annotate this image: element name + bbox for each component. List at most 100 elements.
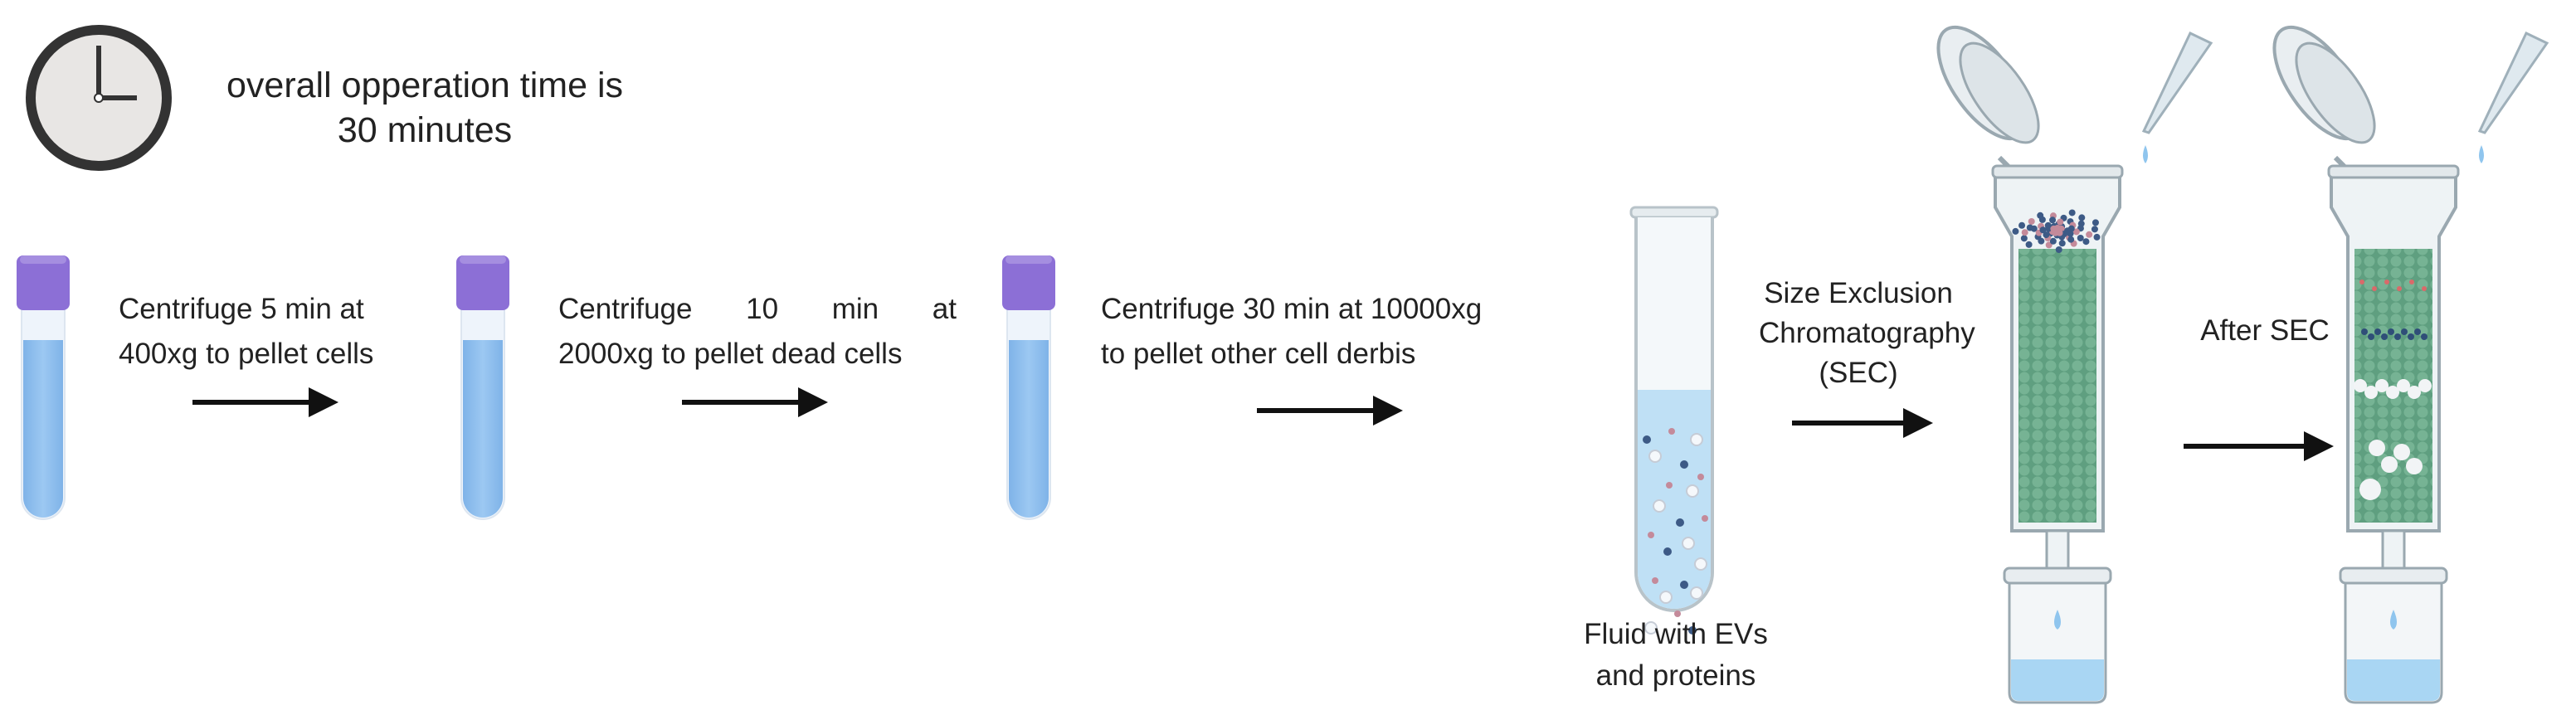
sample-particle bbox=[2064, 227, 2072, 235]
protein-particle bbox=[1666, 482, 1673, 489]
sample-particle bbox=[2045, 225, 2053, 232]
sample-particle bbox=[2049, 216, 2057, 224]
protein-band bbox=[2394, 333, 2401, 340]
protein-band bbox=[2421, 333, 2427, 340]
protein-band bbox=[2374, 328, 2381, 335]
clock-icon bbox=[26, 25, 172, 171]
ev-band bbox=[2386, 386, 2399, 399]
ev-band bbox=[2408, 386, 2421, 399]
sample-particle bbox=[2091, 226, 2098, 233]
ev-particle bbox=[1648, 450, 1662, 463]
protein-band bbox=[2361, 328, 2368, 335]
sample-particle bbox=[2093, 233, 2101, 241]
sample-particle bbox=[2018, 221, 2026, 229]
protein-particle bbox=[1648, 532, 1654, 538]
protein-band bbox=[2368, 333, 2374, 340]
protein-band bbox=[2422, 286, 2427, 291]
sample-particle bbox=[2028, 217, 2035, 225]
sec-label: Size Exclusion Chromatography (SEC) bbox=[1759, 274, 1975, 393]
ev-band bbox=[2393, 444, 2410, 460]
ev-particle bbox=[1690, 586, 1703, 600]
after-sec-text: After SEC bbox=[2200, 314, 2330, 347]
ev-particle bbox=[1653, 499, 1666, 513]
pipette-icon bbox=[2141, 31, 2213, 134]
sample-particle bbox=[2012, 227, 2019, 235]
step-3-line-1: Centrifuge 30 min at 10000xg bbox=[1101, 293, 1483, 325]
fluid-label: Fluid with EVs and proteins bbox=[1576, 614, 1775, 697]
protein-band bbox=[2408, 333, 2414, 340]
protein-particle bbox=[1668, 428, 1675, 435]
ev-particle bbox=[1690, 433, 1703, 446]
sec-line-1: Size Exclusion bbox=[1764, 277, 1953, 309]
protein-band bbox=[2414, 328, 2421, 335]
sample-particle bbox=[2043, 231, 2050, 239]
ev-particle bbox=[1644, 621, 1658, 635]
ev-band bbox=[2397, 379, 2410, 392]
centrifuge-tube-icon bbox=[456, 255, 509, 520]
ev-band bbox=[2354, 379, 2367, 392]
protein-particle bbox=[1680, 460, 1688, 469]
protein-band bbox=[2401, 328, 2408, 335]
sec-column-after-icon bbox=[2272, 25, 2549, 704]
protein-band bbox=[2381, 333, 2388, 340]
sample-particle bbox=[2038, 216, 2046, 223]
sample-particle bbox=[2045, 241, 2053, 249]
protein-band bbox=[2409, 280, 2414, 284]
fluid-line-2: and proteins bbox=[1595, 659, 1756, 692]
sample-particle bbox=[2020, 235, 2028, 242]
protein-particle bbox=[1652, 577, 1658, 584]
step-3-line-2: to pellet other cell derbis bbox=[1101, 338, 1416, 370]
protein-band bbox=[2359, 280, 2364, 284]
centrifuge-tube-icon bbox=[17, 255, 70, 520]
sec-line-2: Chromatography bbox=[1759, 317, 1975, 349]
ev-particle bbox=[1686, 484, 1699, 498]
sample-particle bbox=[2055, 246, 2062, 253]
step-2-text: Centrifuge 10 min at 2000xg to pellet de… bbox=[558, 287, 957, 377]
protein-particle bbox=[1688, 626, 1697, 635]
ev-particle bbox=[1694, 557, 1707, 571]
sec-column-before-icon bbox=[1936, 25, 2213, 704]
protein-band bbox=[2388, 328, 2394, 335]
sample-particle bbox=[2086, 231, 2093, 238]
ev-band bbox=[2381, 456, 2398, 473]
fluid-line-1: Fluid with EVs bbox=[1584, 618, 1768, 650]
protein-particle bbox=[1697, 474, 1704, 480]
sample-particle bbox=[2021, 229, 2028, 236]
time-line-2: 30 minutes bbox=[337, 110, 513, 150]
sample-particle bbox=[2025, 241, 2033, 248]
fluid-tube-icon bbox=[1629, 206, 1719, 635]
ev-band bbox=[2369, 440, 2385, 456]
protein-particle bbox=[1680, 581, 1688, 589]
protein-particle bbox=[1663, 547, 1672, 556]
droplet-icon bbox=[2143, 145, 2148, 163]
resin-beads bbox=[2018, 249, 2096, 523]
sample-particle bbox=[2082, 238, 2090, 246]
ev-band bbox=[2406, 458, 2423, 474]
step-2-line-2: 2000xg to pellet dead cells bbox=[558, 338, 903, 370]
sample-particle bbox=[2039, 226, 2047, 234]
centrifuge-tube-icon bbox=[1002, 255, 1055, 520]
sample-particle bbox=[2056, 229, 2063, 236]
sample-particle bbox=[2072, 228, 2080, 236]
protein-band bbox=[2384, 280, 2389, 284]
sample-particle bbox=[2091, 219, 2099, 226]
ev-band bbox=[2364, 386, 2378, 399]
ev-band bbox=[2418, 379, 2432, 392]
droplet-icon bbox=[2479, 145, 2484, 163]
sample-particle bbox=[2068, 209, 2076, 216]
protein-particle bbox=[1676, 518, 1684, 527]
protein-particle bbox=[1702, 515, 1708, 522]
ev-band bbox=[2359, 479, 2381, 500]
step-3-text: Centrifuge 30 min at 10000xg to pellet o… bbox=[1101, 287, 1482, 377]
step-1-text: Centrifuge 5 min at 400xg to pellet cell… bbox=[119, 287, 373, 377]
sample-particle bbox=[2078, 214, 2086, 221]
ev-particle bbox=[1682, 537, 1695, 550]
step-1-line-2: 400xg to pellet cells bbox=[119, 338, 374, 370]
step-2-line-1: Centrifuge 10 min at bbox=[558, 293, 957, 325]
sample-particle bbox=[2026, 224, 2033, 231]
after-sec-label: After SEC bbox=[2182, 309, 2348, 353]
sample-particle bbox=[2050, 225, 2057, 232]
sample-particle bbox=[2067, 236, 2075, 243]
